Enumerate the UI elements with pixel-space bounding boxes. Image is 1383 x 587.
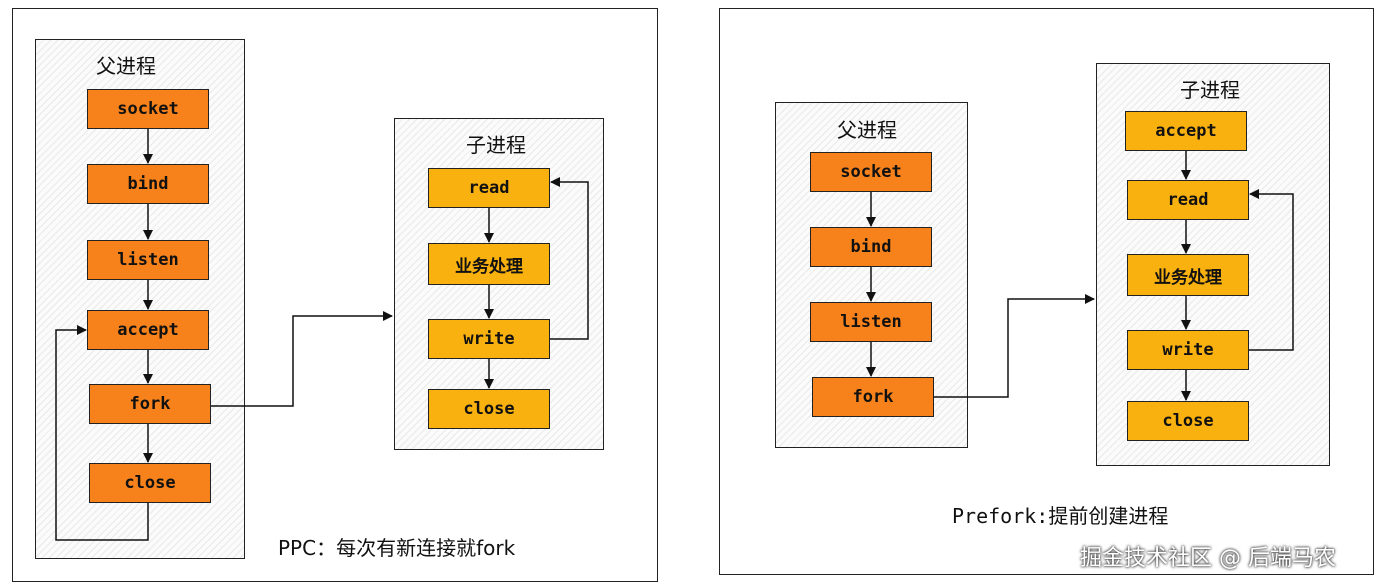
- ppc-step-bind: bind: [87, 164, 209, 204]
- ppc-child-step-process: 业务处理: [428, 243, 550, 285]
- watermark: 掘金技术社区 @ 后端马农: [1080, 546, 1336, 571]
- ppc-parent-title: 父进程: [96, 54, 156, 78]
- ppc-step-listen: listen: [87, 240, 209, 280]
- ppc-step-close: close: [89, 463, 211, 503]
- prefork-step-socket: socket: [810, 152, 932, 192]
- prefork-step-bind: bind: [810, 227, 932, 267]
- prefork-child-step-write: write: [1127, 330, 1249, 370]
- ppc-child-title: 子进程: [466, 133, 526, 157]
- prefork-child-step-close: close: [1127, 401, 1249, 441]
- prefork-arrow-fork-child: [934, 294, 1095, 398]
- ppc-step-socket: socket: [87, 89, 209, 129]
- ppc-child-step-read: read: [428, 168, 550, 208]
- prefork-child-title: 子进程: [1180, 78, 1240, 102]
- prefork-child-step-accept: accept: [1125, 111, 1247, 151]
- ppc-caption: PPC：每次有新连接就fork: [278, 536, 516, 560]
- ppc-child-loop-write-read: [550, 177, 589, 340]
- ppc-child-step-close: close: [428, 389, 550, 429]
- prefork-child-step-process: 业务处理: [1127, 254, 1249, 296]
- ppc-child-step-write: write: [428, 319, 550, 359]
- ppc-loop-close-accept: [55, 325, 149, 541]
- prefork-caption: Prefork:提前创建进程: [952, 504, 1169, 528]
- ppc-step-accept: accept: [87, 310, 209, 350]
- prefork-child-loop-write-read: [1249, 189, 1294, 351]
- prefork-parent-title: 父进程: [837, 118, 897, 142]
- prefork-step-fork: fork: [812, 377, 934, 417]
- prefork-child-step-read: read: [1127, 180, 1249, 220]
- prefork-step-listen: listen: [810, 302, 932, 342]
- ppc-step-fork: fork: [89, 384, 211, 424]
- ppc-arrow-fork-child: [211, 311, 393, 407]
